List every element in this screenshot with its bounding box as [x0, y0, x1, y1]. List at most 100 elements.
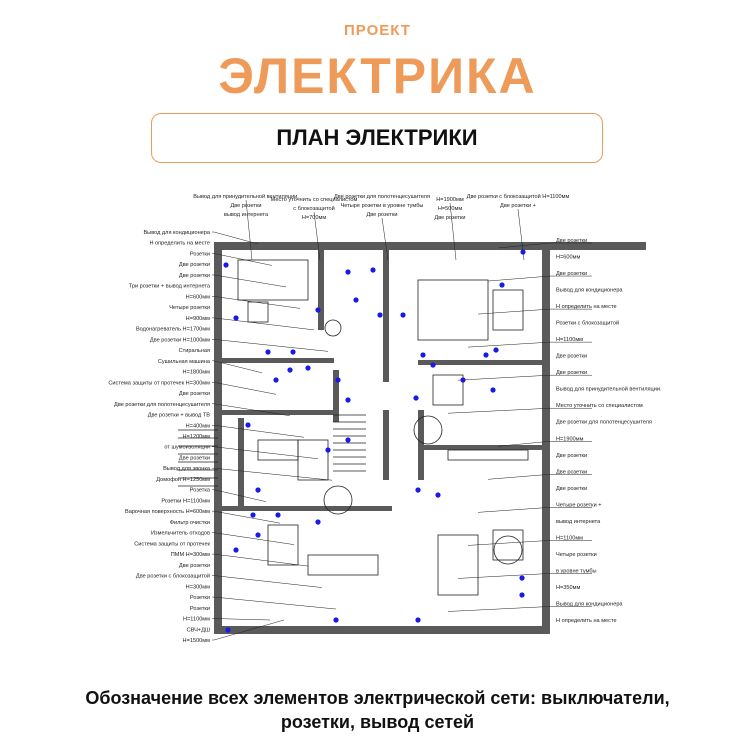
socket-symbol	[345, 397, 351, 403]
annotation-label: Две розетки для полотенцесушителя	[114, 402, 210, 408]
furniture-outline	[257, 439, 299, 461]
socket-symbol	[315, 519, 321, 525]
leader-line	[381, 217, 389, 261]
socket-symbol	[275, 512, 281, 518]
annotation-label: Место уточнить со специалистом	[556, 403, 643, 409]
annotation-label: Две розетки	[230, 203, 261, 209]
leader-line	[497, 441, 551, 447]
annotation-label: Н=900мм	[186, 316, 210, 322]
annotation-label: Две розетки	[556, 238, 587, 244]
annotation-label: Н=1800мм	[183, 370, 211, 376]
socket-symbol	[345, 437, 351, 443]
annotation-label: Три розетки + вывод интернета	[129, 284, 211, 290]
annotation-label: Н=500мм	[438, 206, 462, 212]
annotation-label: Система защиты от протечек	[134, 541, 210, 547]
annotation-label: Розетки	[190, 595, 210, 601]
subtitle-banner: ПЛАН ЭЛЕКТРИКИ	[151, 113, 603, 163]
leader-line	[213, 382, 277, 395]
annotation-label: Фильтр очистки	[170, 520, 210, 526]
socket-symbol	[460, 377, 466, 383]
annotation-label: Розетки с блокозащитой	[556, 320, 619, 327]
socket-symbol	[345, 269, 351, 275]
furniture-outline	[492, 529, 524, 561]
annotation-label: Две розетки	[434, 215, 465, 221]
leader-line	[213, 253, 273, 266]
socket-symbol	[499, 282, 505, 288]
socket-symbol	[335, 377, 341, 383]
annotation-label: Н определить на месте	[556, 304, 617, 310]
furniture-outline	[447, 449, 529, 461]
socket-symbol	[305, 365, 311, 371]
fixture-outline	[324, 319, 342, 337]
annotation-label: Н=350мм	[556, 585, 580, 591]
leader-line	[447, 606, 551, 612]
socket-symbol	[225, 627, 231, 633]
annotation-label: Измельчитель отходов	[151, 531, 210, 537]
wall-segment	[222, 410, 334, 415]
socket-symbol	[265, 349, 271, 355]
socket-symbol	[255, 487, 261, 493]
socket-symbol	[483, 352, 489, 358]
leader-line	[213, 532, 295, 545]
annotation-label: Н=1100мм	[556, 535, 583, 541]
electrical-symbols	[223, 249, 526, 633]
furniture-outline	[307, 554, 379, 576]
leader-line	[467, 341, 551, 348]
leader-line	[213, 360, 263, 374]
leader-line	[213, 553, 309, 567]
socket-symbol	[400, 312, 406, 318]
socket-symbol	[377, 312, 383, 318]
leader-line	[213, 575, 323, 588]
annotation-label: Н=300мм	[186, 584, 210, 590]
annotation-label: Две розетки	[179, 273, 210, 279]
wall-segment	[214, 242, 646, 250]
annotation-label: вывод интернета	[556, 519, 601, 525]
leader-line	[467, 540, 551, 546]
leader-line	[213, 619, 285, 641]
furniture-outline	[417, 279, 489, 341]
annotation-label: Две розетки для полотенцесушителя	[334, 194, 430, 200]
fixture-outline	[413, 415, 443, 445]
leader-line	[213, 274, 287, 288]
caption-line-1: Обозначение всех элементов электрической…	[85, 688, 670, 708]
annotation-label: Две розетки	[179, 455, 210, 461]
socket-symbol	[255, 532, 261, 538]
subtitle-text: ПЛАН ЭЛЕКТРИКИ	[276, 125, 478, 150]
caption-line-2: розетки, вывод сетей	[280, 712, 475, 732]
socket-symbol	[273, 377, 279, 383]
socket-symbol	[370, 267, 376, 273]
annotation-label: Две розетки	[556, 354, 587, 360]
plan-furniture	[178, 259, 529, 596]
wall-segment	[418, 445, 548, 450]
leader-line	[213, 231, 259, 245]
socket-symbol	[250, 512, 256, 518]
leader-line	[213, 510, 281, 524]
furniture-outline	[237, 259, 309, 301]
project-eyebrow: ПРОЕКТ	[344, 22, 411, 39]
annotation-label: Н=700мм	[302, 215, 326, 221]
annotation-label: Место уточнить со специалистом	[271, 197, 358, 203]
socket-symbol	[520, 249, 526, 255]
annotation-label: Две розетки + вывод ТВ	[148, 413, 211, 419]
page-title: ЭЛЕКТРИКА	[218, 48, 537, 104]
wall-segment	[542, 242, 550, 634]
leader-line	[213, 339, 329, 352]
annotation-label: Розетки	[190, 251, 210, 257]
annotation-label: Две розетки	[556, 469, 587, 475]
annotation-label: Домофон Н=1250мм	[156, 477, 210, 483]
annotation-label: Н определить на месте	[149, 241, 210, 247]
leader-line	[497, 242, 551, 249]
socket-symbol	[233, 547, 239, 553]
annotation-label: Н=600мм	[556, 255, 580, 261]
annotation-label: Две розетки +	[500, 203, 536, 209]
annotation-label: Розетки Н=1100мм	[161, 498, 210, 504]
wall-segment	[333, 370, 339, 422]
leader-line	[213, 446, 319, 459]
socket-symbol	[333, 617, 339, 623]
annotation-label: Варочная поверхность Н=600мм	[125, 509, 210, 515]
socket-symbol	[430, 362, 436, 368]
annotation-label: Две розетки	[366, 212, 397, 218]
leader-line	[213, 596, 337, 610]
